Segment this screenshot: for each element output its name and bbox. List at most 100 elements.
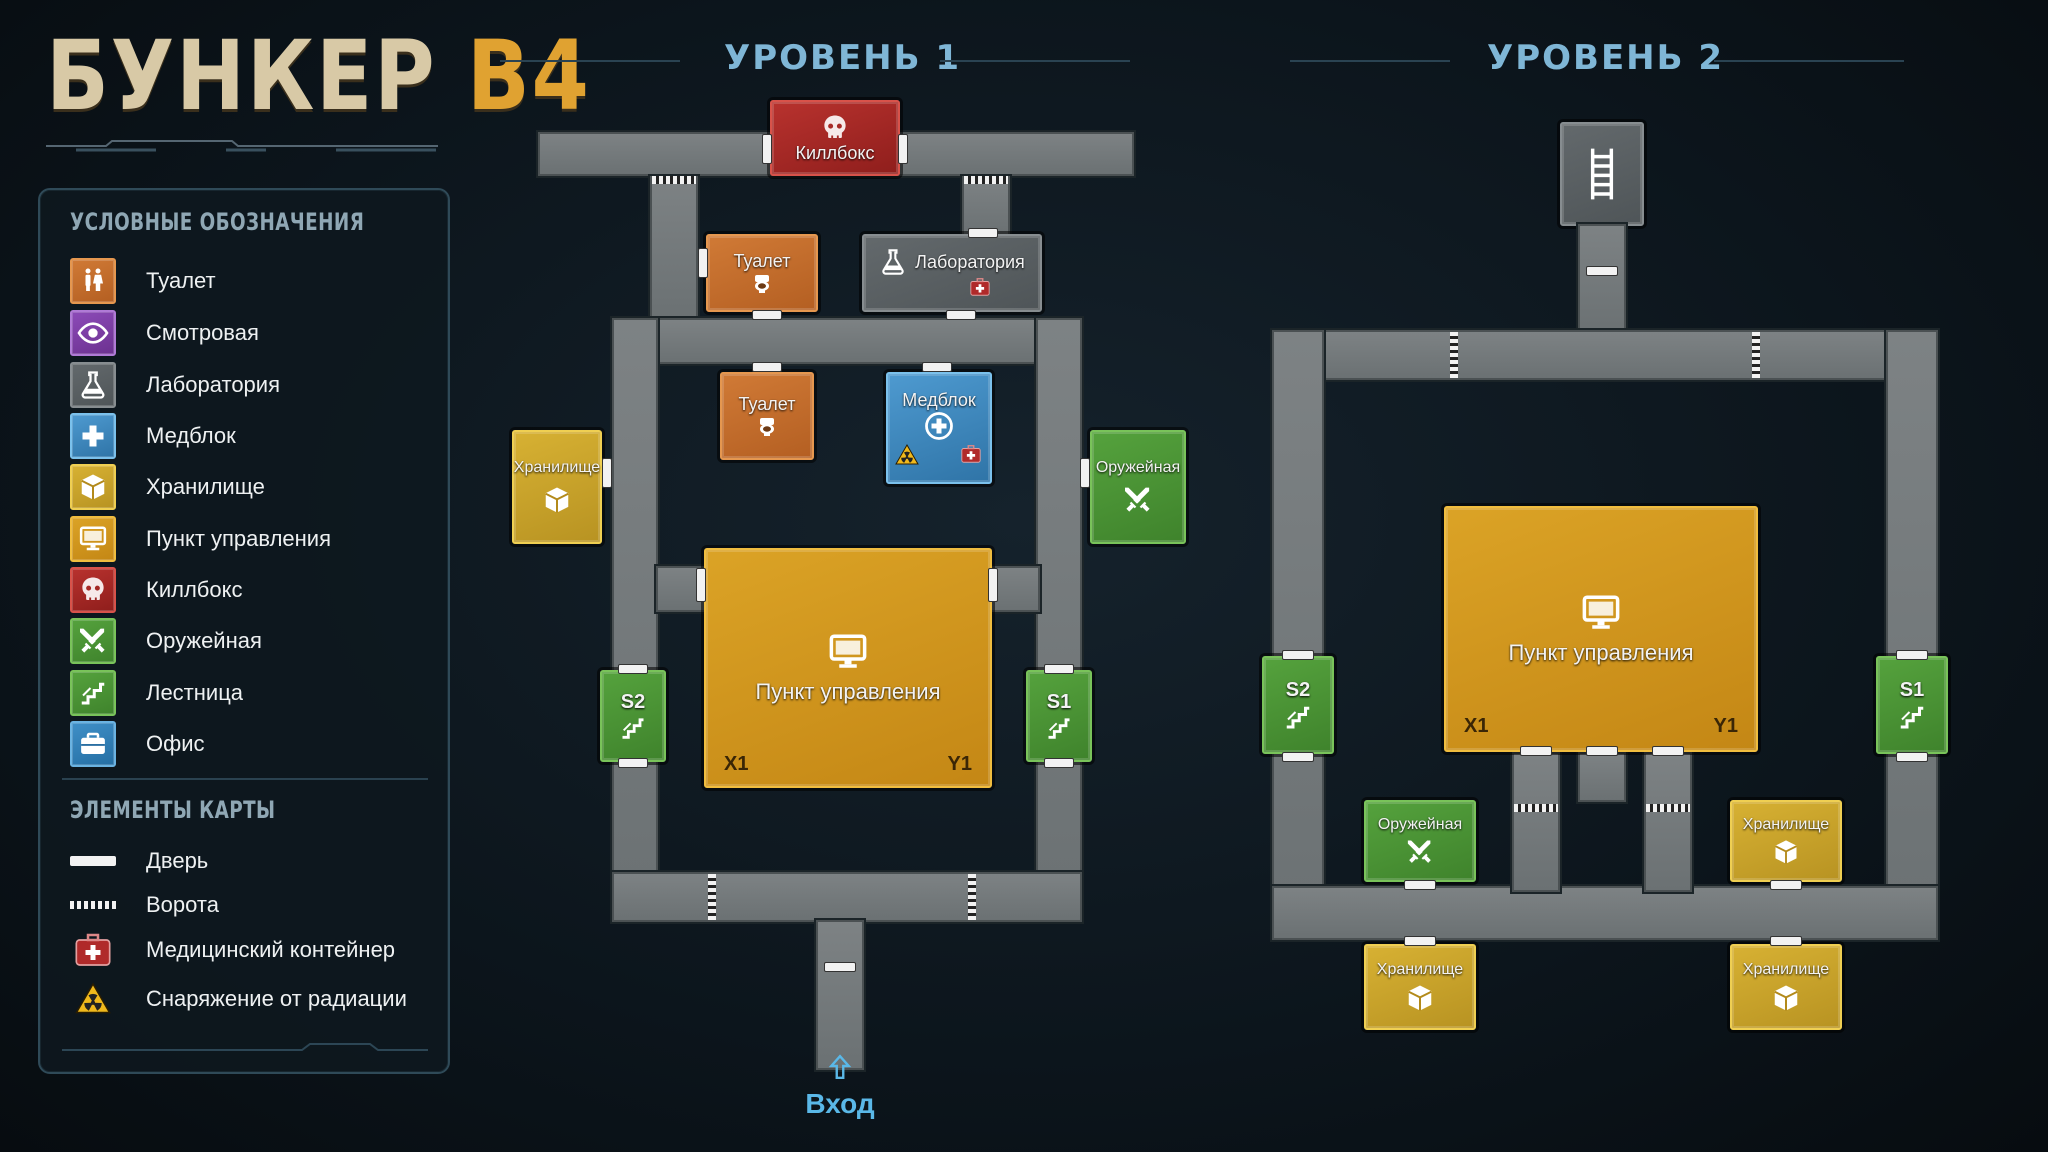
level2-header-line-left: [1290, 60, 1450, 62]
door: [1044, 664, 1074, 674]
room-storage-bottom-left[interactable]: Хранилище: [1364, 944, 1476, 1030]
gate: [968, 874, 976, 920]
room-storage-inner-l2[interactable]: Хранилище: [1730, 800, 1842, 882]
room-label: Киллбокс: [795, 142, 875, 163]
stairs-s2-l1[interactable]: S2: [600, 670, 666, 762]
room-storage-bottom-right[interactable]: Хранилище: [1730, 944, 1842, 1030]
corridor: [1644, 752, 1692, 892]
door: [1896, 650, 1928, 660]
legend-item-lab: Лаборатория: [70, 362, 280, 408]
door: [1044, 758, 1074, 768]
legend-heading: УСЛОВНЫЕ ОБОЗНАЧЕНИЯ: [70, 208, 365, 236]
door: [946, 310, 976, 320]
door: [1652, 746, 1684, 756]
door: [696, 568, 706, 602]
monitor-icon: [827, 631, 869, 673]
stairs-s2-l2[interactable]: S2: [1262, 656, 1334, 754]
gate: [1514, 804, 1558, 812]
ladder-icon: [1586, 146, 1618, 202]
legend-item-office: Офис: [70, 721, 205, 767]
stairs-s1-l2[interactable]: S1: [1876, 656, 1948, 754]
map-title-main: БУНКЕР: [46, 20, 437, 132]
stairs-code: S2: [620, 690, 646, 713]
room-toilet-top[interactable]: Туалет: [706, 234, 818, 312]
door: [1080, 458, 1090, 488]
crate-icon: [70, 464, 116, 510]
medical-cross-icon: [70, 413, 116, 459]
medkit-icon: [958, 443, 984, 465]
room-medblock[interactable]: Медблок: [886, 372, 992, 484]
level2-title: УРОВЕНЬ 2: [1487, 38, 1725, 78]
legend-item-control: Пункт управления: [70, 516, 331, 562]
stairs-code: S1: [1046, 690, 1072, 713]
corridor: [650, 176, 698, 320]
stairs-s1-l1[interactable]: S1: [1026, 670, 1092, 762]
legend-label: Лаборатория: [146, 372, 280, 397]
room-label: Лаборатория: [915, 251, 1025, 272]
marker-x1: X1: [724, 753, 749, 775]
room-ladder[interactable]: [1560, 122, 1644, 226]
door: [1404, 880, 1436, 890]
legend-item-medkit: Медицинский контейнер: [70, 927, 395, 973]
stairs-code: S1: [1899, 678, 1925, 701]
medical-cross-icon: [924, 411, 954, 441]
room-control-l2[interactable]: Пункт управления X1 Y1: [1444, 506, 1758, 752]
door: [1282, 752, 1314, 762]
level1-header-line-right: [940, 60, 1130, 62]
room-label: Туалет: [733, 250, 791, 271]
stairs-icon: [619, 714, 647, 742]
legend-item-stairs: Лестница: [70, 670, 243, 716]
crossed-swords-icon: [70, 618, 116, 664]
gate: [652, 176, 696, 184]
medkit-icon: [70, 930, 116, 970]
room-label: Пункт управления: [1508, 640, 1694, 665]
room-storage-left[interactable]: Хранилище: [512, 430, 602, 544]
level2-header-line-right: [1714, 60, 1904, 62]
marker-x1: X1: [1464, 715, 1489, 737]
legend-label: Смотровая: [146, 320, 259, 345]
corridor: [1578, 224, 1626, 334]
corridor: [1578, 752, 1626, 802]
room-lab[interactable]: Лаборатория: [862, 234, 1042, 312]
corridor: [612, 318, 658, 922]
corridor: [612, 872, 1082, 922]
crate-icon: [1771, 983, 1801, 1013]
legend-item-radiation: Снаряжение от радиации: [70, 976, 407, 1022]
gate: [964, 176, 1008, 184]
room-killbox[interactable]: Киллбокс: [770, 100, 900, 176]
door: [988, 568, 998, 602]
room-armory-right[interactable]: Оружейная: [1090, 430, 1186, 544]
door: [752, 362, 782, 372]
room-label: Хранилище: [1742, 961, 1830, 978]
legend-label: Лестница: [146, 680, 244, 705]
door: [922, 362, 952, 372]
stairs-icon: [1045, 714, 1073, 742]
room-armory-l2[interactable]: Оружейная: [1364, 800, 1476, 882]
room-label: Хранилище: [1742, 816, 1830, 833]
door: [898, 134, 908, 164]
legend-item-door: Дверь: [70, 838, 208, 884]
door: [968, 228, 998, 238]
door: [1770, 880, 1802, 890]
stairs-icon: [1283, 702, 1313, 732]
door: [824, 962, 856, 972]
crossed-swords-icon: [1406, 838, 1434, 866]
door: [1282, 650, 1314, 660]
legend-divider: [62, 778, 428, 780]
room-control-l1[interactable]: Пункт управления X1 Y1: [704, 548, 992, 788]
wc-icon: [755, 415, 779, 439]
legend-item-storage: Хранилище: [70, 464, 265, 510]
medkit-icon: [967, 276, 993, 298]
gate-icon: [70, 901, 116, 909]
corridor: [1512, 752, 1560, 892]
room-label: Туалет: [738, 393, 796, 414]
legend-item-killbox: Киллбокс: [70, 567, 243, 613]
room-toilet-inner[interactable]: Туалет: [720, 372, 814, 460]
legend-label: Киллбокс: [146, 577, 243, 602]
door: [752, 310, 782, 320]
legend-label: Ворота: [146, 892, 219, 917]
room-label: Пункт управления: [755, 679, 941, 704]
skull-icon: [820, 113, 850, 143]
flask-icon: [70, 362, 116, 408]
door: [698, 248, 708, 278]
